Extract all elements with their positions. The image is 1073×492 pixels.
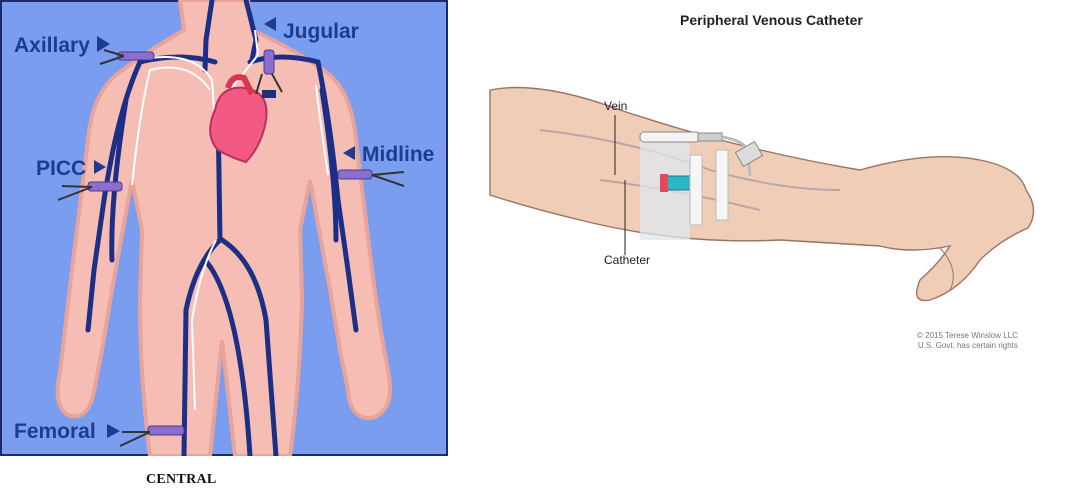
- right-title: Peripheral Venous Catheter: [680, 12, 863, 28]
- femoral-device: [119, 425, 185, 447]
- picc-device: [57, 181, 123, 201]
- vein-label: Vein: [604, 99, 627, 113]
- label-midline: Midline: [343, 143, 434, 166]
- label-picc: PICC: [36, 157, 106, 180]
- arrow-right-icon: [107, 424, 120, 438]
- peripheral-catheter-illustration: Vein Catheter: [480, 0, 1073, 370]
- catheter-assembly: [639, 131, 764, 240]
- arrow-left-icon: [264, 17, 276, 31]
- tape-strip: [689, 154, 703, 226]
- arrow-right-icon: [94, 160, 106, 174]
- central-access-illustration: Axillary Jugular PICC Midline Femoral: [0, 0, 448, 456]
- svg-text:PICC: PICC: [36, 157, 86, 180]
- midline-device: [337, 169, 405, 187]
- arrow-left-icon: [343, 146, 355, 160]
- copyright-notice: © 2015 Terese Winslow LLC U.S. Govt. has…: [917, 331, 1018, 350]
- svg-text:Midline: Midline: [362, 143, 434, 166]
- arrow-right-icon: [97, 36, 110, 52]
- heart-icon: [209, 74, 276, 164]
- svg-text:Axillary: Axillary: [14, 34, 90, 57]
- left-caption: CENTRAL: [146, 472, 217, 487]
- label-femoral: Femoral: [14, 420, 120, 443]
- label-jugular: Jugular: [264, 17, 359, 43]
- jugular-device: [255, 49, 283, 95]
- axillary-device: [99, 49, 155, 65]
- vein-network: [85, 0, 359, 456]
- svg-text:Femoral: Femoral: [14, 420, 96, 443]
- label-axillary: Axillary: [14, 34, 110, 57]
- catheter-label: Catheter: [604, 253, 650, 267]
- arm-illustration: [489, 86, 1035, 302]
- tape-strip: [715, 149, 729, 221]
- svg-text:Jugular: Jugular: [283, 20, 359, 43]
